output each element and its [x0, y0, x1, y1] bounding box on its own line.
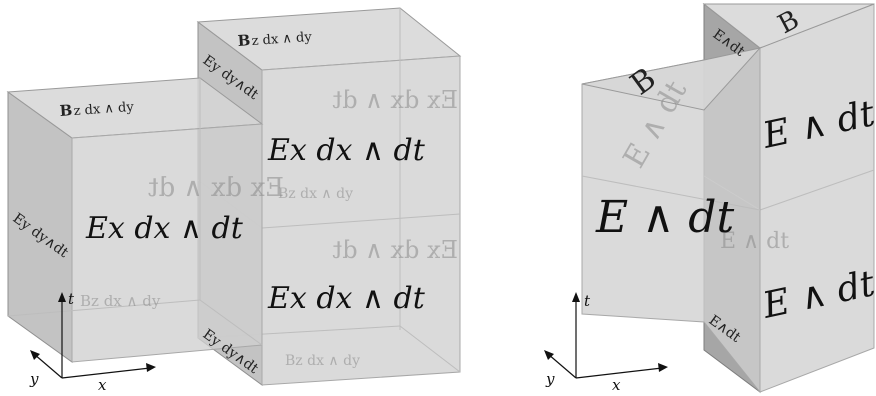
left-tall-front-label-upper: Ex dx ∧ dt: [267, 133, 426, 168]
right-axis-x-label: x: [612, 376, 621, 394]
left-cube-top-label-suffix: z dx ∧ dy: [73, 100, 135, 119]
right-figure: E ∧ dt E ∧ dt B B E∧dt E∧dt E ∧ dt E ∧ d…: [544, 2, 876, 394]
left-tall-front-label-lower: Ex dx ∧ dt: [267, 281, 426, 316]
left-axis-y-label: y: [29, 370, 39, 388]
left-tall-top-label-suffix: z dx ∧ dy: [251, 30, 313, 49]
left-ghost-front-label-upper: Ex dx ∧ dt: [332, 86, 458, 114]
left-axis-x-label: x: [98, 376, 107, 394]
left-ghost-bottom-label-2: Bz dx ∧ dy: [285, 353, 360, 369]
right-prism-right-face: [759, 3, 875, 393]
left-axes: t x y: [29, 290, 156, 394]
right-axis-y-label: y: [545, 370, 555, 388]
right-slanted-top-face: [581, 47, 762, 111]
right-prism-top-face: [702, 3, 875, 49]
right-axis-t-label: t: [584, 292, 591, 310]
left-ghost-mid-label: Bz dx ∧ dy: [278, 186, 353, 202]
left-cube-front-label: Ex dx ∧ dt: [85, 211, 244, 246]
right-front-label: E ∧ dt: [595, 192, 734, 243]
right-axes: t x y: [544, 292, 668, 394]
left-ghost-front-label-lower: Ex dx ∧ dt: [332, 236, 458, 264]
left-tall-divider: [261, 213, 461, 229]
left-ghost-bottom-label: Bz dx ∧ dy: [80, 292, 161, 310]
left-cube-top-label: B: [59, 101, 73, 120]
left-figure: Ex dx ∧ dt Ex dx ∧ dt Ex dx ∧ dt Bz dx ∧…: [6, 7, 462, 394]
left-tall-top-label: B: [237, 31, 251, 50]
right-ghost-label-2: E ∧ dt: [720, 229, 789, 254]
left-ghost-front-label: Ex dx ∧ dt: [148, 173, 284, 203]
left-axis-t-label: t: [68, 290, 75, 308]
